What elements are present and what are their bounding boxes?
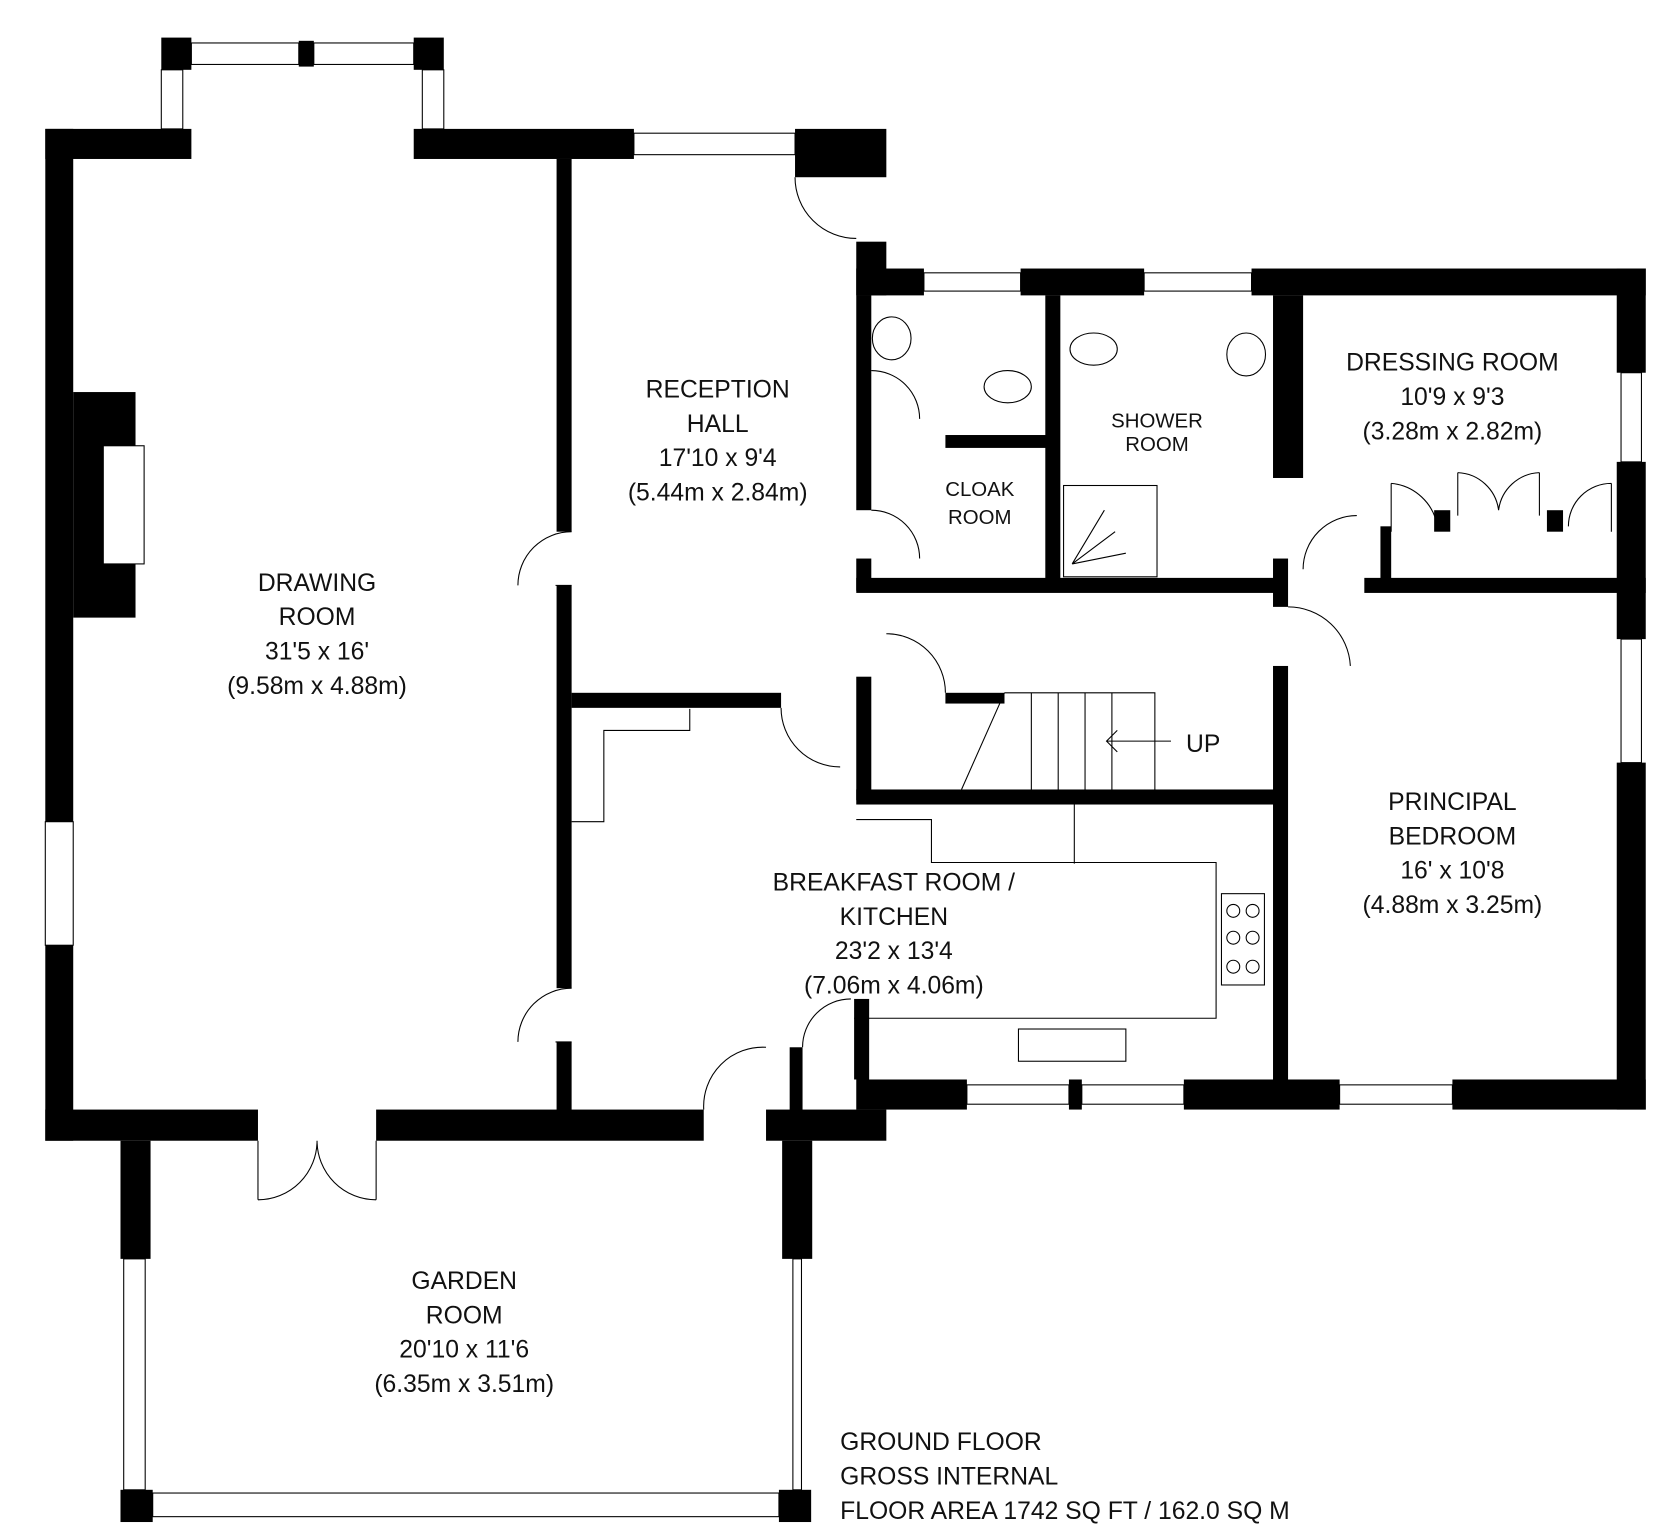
doors-and-fixtures (257, 177, 1612, 1201)
area-line-2: FLOOR AREA 1742 SQ FT / 162.0 SQ M (840, 1498, 1290, 1525)
basin-icon (871, 316, 912, 361)
stairs-arrow-icon (1105, 730, 1171, 753)
room-size-imperial: 20'10 x 11'6 (399, 1337, 529, 1364)
room-shower: SHOWER ROOM (1111, 411, 1203, 457)
room-size-metric: (7.06m x 4.06m) (804, 973, 984, 1000)
hob-icon (1220, 893, 1265, 986)
room-size-metric: (3.28m x 2.82m) (1363, 418, 1543, 445)
room-name: ROOM (426, 1302, 503, 1329)
basin-icon (1226, 332, 1267, 377)
room-labels: DRAWING ROOM 31'5 x 16' (9.58m x 4.88m) … (227, 350, 1559, 1398)
room-size-imperial: 23'2 x 13'4 (835, 938, 953, 965)
room-size-metric: (9.58m x 4.88m) (227, 673, 407, 700)
floor-area-note: GROUND FLOOR GROSS INTERNAL FLOOR AREA 1… (840, 1429, 1290, 1525)
area-line-1: GROSS INTERNAL (840, 1463, 1058, 1490)
room-reception: RECEPTION HALL 17'10 x 9'4 (5.44m x 2.84… (628, 376, 808, 506)
shower-tray-icon (1063, 484, 1158, 578)
room-dressing: DRESSING ROOM 10'9 x 9'3 (3.28m x 2.82m) (1346, 350, 1559, 446)
room-name: BREAKFAST ROOM / (773, 869, 1015, 896)
room-size-metric: (6.35m x 3.51m) (374, 1371, 554, 1398)
room-size-metric: (4.88m x 3.25m) (1363, 892, 1543, 919)
toilet-icon (1069, 332, 1118, 366)
toilet-icon (983, 370, 1032, 404)
room-size-metric: (5.44m x 2.84m) (628, 480, 808, 507)
room-name: PRINCIPAL (1388, 789, 1517, 816)
room-name: ROOM (279, 604, 356, 631)
room-size-imperial: 10'9 x 9'3 (1400, 384, 1504, 411)
room-size-imperial: 17'10 x 9'4 (659, 445, 777, 472)
fireplace-hearth (102, 445, 145, 565)
room-name: DRAWING (258, 570, 376, 597)
room-principal: PRINCIPAL BEDROOM 16' x 10'8 (4.88m x 3.… (1363, 789, 1543, 919)
floor-name: GROUND FLOOR (840, 1429, 1042, 1456)
stairs-up-label: UP (1186, 731, 1220, 758)
room-cloak: CLOAK ROOM (945, 479, 1015, 529)
room-size-imperial: 16' x 10'8 (1400, 858, 1504, 885)
room-name: BEDROOM (1389, 823, 1517, 850)
walls (44, 37, 1646, 1523)
room-name: SHOWER (1111, 411, 1203, 433)
room-drawing: DRAWING ROOM 31'5 x 16' (9.58m x 4.88m) (227, 570, 407, 700)
room-name: GARDEN (411, 1268, 517, 1295)
room-name: HALL (687, 411, 749, 438)
room-garden: GARDEN ROOM 20'10 x 11'6 (6.35m x 3.51m) (374, 1268, 554, 1398)
room-name: CLOAK (945, 479, 1015, 501)
room-name: KITCHEN (840, 904, 948, 931)
room-size-imperial: 31'5 x 16' (265, 639, 369, 666)
room-name: ROOM (948, 507, 1011, 529)
room-name: DRESSING ROOM (1346, 350, 1559, 377)
room-kitchen: BREAKFAST ROOM / KITCHEN 23'2 x 13'4 (7.… (773, 869, 1015, 999)
room-name: RECEPTION (646, 376, 790, 403)
room-name: ROOM (1125, 434, 1188, 456)
sink-icon (1017, 1028, 1127, 1062)
